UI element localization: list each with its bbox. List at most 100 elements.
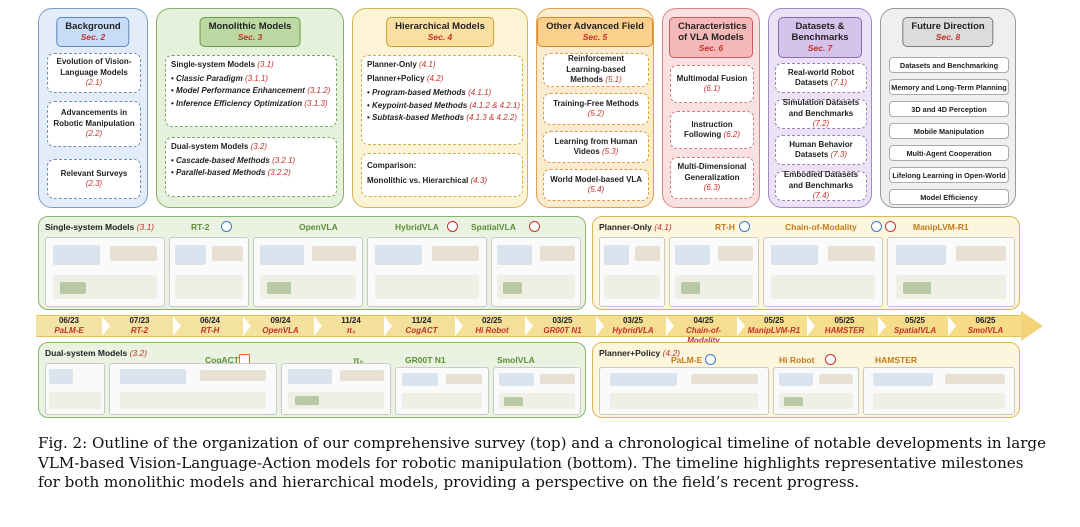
dataset-item: Simulation Datasets and Benchmarks (7.2): [775, 98, 867, 129]
dataset-item: Real-world Robot Datasets (7.1): [775, 63, 867, 93]
model-name: Hi Robot: [779, 355, 815, 365]
milestone-date: 05/25: [834, 316, 855, 325]
section-number: Sec. 5: [582, 32, 608, 42]
panel-dual-system: Dual-system Models (3.2) CogACT π₀ GR00T…: [38, 342, 586, 418]
cogact-architecture-thumbnail: [109, 363, 277, 415]
milestone-date: 09/24: [270, 316, 291, 325]
survey-figure: Background Sec. 2 Evolution of Vision-La…: [34, 4, 1046, 420]
timeline-separator: [313, 316, 324, 336]
milestone-date: 05/25: [763, 316, 785, 325]
milestone-model: GR00T N1: [543, 326, 582, 335]
milestone-model: PaLM-E: [54, 326, 84, 335]
milestone-date: 06/23: [58, 316, 80, 325]
section-number: Sec. 3: [237, 32, 263, 42]
advanced-item: World Model-based VLA (5.4): [543, 169, 649, 201]
category-title: Hierarchical Models: [395, 21, 485, 32]
model-name: RT-H: [715, 222, 735, 232]
hi-robot-figure-thumbnail: [773, 367, 859, 415]
milestone-model: RT-H: [200, 326, 220, 335]
category-future: Future Direction Sec. 8 Datasets and Ben…: [880, 8, 1016, 208]
google-logo-icon: [739, 221, 750, 232]
characteristic-item: Instruction Following (6.2): [670, 111, 754, 149]
panel-title: Single-system Models (3.1): [45, 222, 155, 232]
model-name: ManipLVM-R1: [913, 222, 969, 232]
milestone-date: 06/25: [975, 316, 996, 325]
category-header: Background Sec. 2: [56, 17, 130, 47]
rth-figure-thumbnail: [669, 237, 759, 307]
future-item: Multi-Agent Cooperation: [889, 145, 1009, 161]
dataset-item: Embodied Datasets and Benchmarks (7.4): [775, 170, 867, 201]
google-logo-icon: [871, 221, 882, 232]
milestone-date: 06/24: [199, 316, 221, 325]
university-logo-icon: [825, 354, 836, 365]
category-header: Monolithic Models Sec. 3: [199, 17, 301, 47]
timeline-separator: [172, 316, 183, 336]
timeline-separator: [243, 316, 253, 336]
future-item: 3D and 4D Perception: [889, 101, 1009, 117]
maniplvm-r1-figure-thumbnail: [887, 237, 1015, 307]
model-name: RT-2: [191, 222, 210, 232]
openvla-figure-thumbnail: [253, 237, 363, 307]
timeline-separator: [595, 316, 606, 336]
section-number: Sec. 6: [698, 43, 724, 53]
section-number: Sec. 2: [80, 32, 106, 42]
milestone-model: SmolVLA: [967, 326, 1004, 335]
milestone-model: π₀: [346, 326, 356, 335]
chain-of-modality-figure-thumbnail: [763, 237, 883, 307]
university-logo-icon: [885, 221, 896, 232]
background-item: Advancements in Robotic Manipulation (2.…: [47, 101, 141, 147]
panel-title: Planner+Policy (4.2): [599, 348, 681, 358]
timeline-separator: [807, 316, 817, 336]
future-item: Mobile Manipulation: [889, 123, 1009, 139]
milestone-date: 03/25: [622, 316, 644, 325]
future-item: Datasets and Benchmarking: [889, 57, 1009, 73]
panel-title: Planner-Only (4.1): [599, 222, 672, 232]
figure-caption: Fig. 2: Outline of the organization of o…: [38, 434, 1047, 491]
hybridvla-figure-thumbnail: [367, 237, 487, 307]
category-title: Characteristics of VLA Models: [678, 21, 747, 43]
model-name: CogACT: [205, 355, 239, 365]
category-monolithic: Monolithic Models Sec. 3 Single-system M…: [156, 8, 344, 208]
milestone-model: ManipLVM-R1: [747, 326, 801, 335]
model-name: HAMSTER: [875, 355, 918, 365]
milestone-model: HybridVLA: [612, 326, 654, 335]
category-title: Future Direction: [911, 21, 985, 32]
panel-single-system: Single-system Models (3.1) RT-2 OpenVLA …: [38, 216, 586, 310]
future-item: Lifelong Learning in Open-World: [889, 167, 1009, 183]
background-item: Relevant Surveys (2.3): [47, 159, 141, 199]
model-name: π₀: [353, 355, 364, 365]
dataset-item: Human Behavior Datasets (7.3): [775, 135, 867, 165]
section-number: Sec. 7: [807, 43, 833, 53]
rt2-figure-thumbnail: [45, 237, 165, 307]
milestone-model: OpenVLA: [262, 326, 299, 335]
milestone-date: 04/25: [693, 316, 714, 325]
category-header: Hierarchical Models Sec. 4: [386, 17, 494, 47]
smolvla-figure-thumbnail: [493, 367, 581, 415]
advanced-item: Reinforcement Learning-based Methods (5.…: [543, 53, 649, 87]
milestone-date: 11/24: [341, 316, 361, 325]
palm-e-figure-thumbnail: [599, 367, 769, 415]
timeline-separator: [948, 316, 958, 336]
pi0-figure-thumbnail: [281, 363, 391, 415]
milestone-date: 11/24: [411, 316, 432, 325]
timeline-separator: [454, 316, 465, 336]
category-header: Characteristics of VLA Models Sec. 6: [669, 17, 753, 58]
single-system-box: Single-system Models (3.1) Classic Parad…: [165, 55, 337, 127]
google-logo-icon: [705, 354, 716, 365]
milestone-model: Hi Robot: [475, 326, 509, 335]
category-datasets: Datasets & Benchmarks Sec. 7 Real-world …: [768, 8, 872, 208]
category-title: Monolithic Models: [208, 21, 292, 32]
milestone-date: 05/25: [904, 316, 926, 325]
dual-system-box: Dual-system Models (3.2) Cascade-based M…: [165, 137, 337, 197]
